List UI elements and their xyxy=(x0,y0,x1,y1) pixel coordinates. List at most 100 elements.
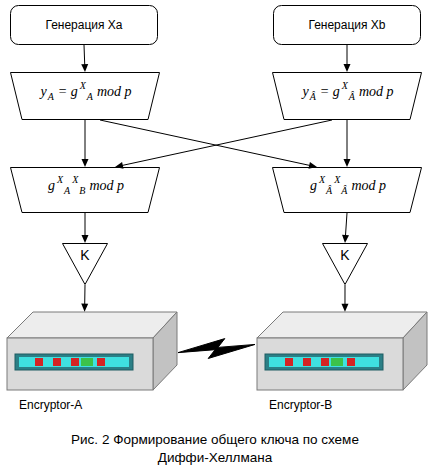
formula-part: Â xyxy=(326,185,332,196)
formula-block: yA= gXAmod p xyxy=(10,72,160,120)
formula-part: X xyxy=(80,80,86,91)
formula-part: A xyxy=(64,185,70,196)
formula-part: Â xyxy=(349,91,355,102)
device-label: Encryptor-B xyxy=(269,398,332,412)
node-outline xyxy=(5,310,178,392)
led-panel xyxy=(265,354,383,370)
device-side xyxy=(153,312,177,390)
formula-part: A xyxy=(87,91,93,102)
formula-text: gXÂXÂmod p xyxy=(307,178,387,194)
arrow-head xyxy=(308,162,317,169)
formula-part: X xyxy=(57,174,63,185)
led-red xyxy=(35,358,43,366)
formula-part: g xyxy=(310,178,317,194)
arrow-head xyxy=(81,64,88,72)
device-front xyxy=(257,338,403,390)
node-outline xyxy=(272,72,422,120)
node-outline xyxy=(10,72,160,120)
connector-line xyxy=(344,285,345,305)
formula-part: X xyxy=(72,174,78,185)
rounded-box xyxy=(11,6,158,45)
formula-wrap: gXÂXÂmod p xyxy=(272,167,422,213)
led-red xyxy=(347,358,355,366)
led-red xyxy=(53,358,61,366)
formula-part: mod p xyxy=(89,178,124,194)
formula-part: y xyxy=(302,84,308,100)
encryptor-device: Encryptor-A xyxy=(5,310,178,392)
device-label: Encryptor-A xyxy=(19,398,82,412)
device-front xyxy=(7,338,153,390)
rounded-box xyxy=(274,6,421,45)
connector-line xyxy=(345,213,347,236)
connector-line xyxy=(347,120,348,160)
formula-wrap: yÂ= gXÂmod p xyxy=(272,72,422,120)
led-red xyxy=(303,358,311,366)
formula-part: Â xyxy=(341,185,347,196)
process-box: Генерация Xb xyxy=(273,5,421,45)
formula-part: g xyxy=(48,178,55,194)
formula-block: gXÂXÂmod p xyxy=(272,167,422,213)
flow-arrow xyxy=(344,120,351,167)
formula-wrap: gXAXBmod p xyxy=(10,167,160,213)
key-label: K xyxy=(322,247,368,263)
node-outline xyxy=(255,310,428,392)
arrow-head xyxy=(341,304,348,312)
formula-part: Â xyxy=(310,91,316,102)
formula-block: gXAXBmod p xyxy=(10,167,160,213)
lightning-bolt xyxy=(178,339,255,359)
formula-part: X xyxy=(342,80,348,91)
formula-part: mod p xyxy=(359,84,394,100)
device-side xyxy=(403,312,427,390)
formula-text: yA= gXAmod p xyxy=(37,84,132,100)
led-red xyxy=(285,358,293,366)
formula-text: yÂ= gXÂmod p xyxy=(299,84,394,100)
trapezoid-shape xyxy=(273,73,422,120)
arrow-head xyxy=(342,235,349,243)
box-label: Генерация Xa xyxy=(45,18,122,32)
process-box: Генерация Xa xyxy=(10,5,158,45)
flow-arrow xyxy=(82,213,89,243)
led-red xyxy=(321,358,329,366)
flow-arrow xyxy=(100,120,317,169)
formula-part: mod p xyxy=(97,84,132,100)
flow-arrow xyxy=(341,285,348,312)
formula-part: X xyxy=(319,174,325,185)
formula-part: B xyxy=(79,185,85,196)
key-triangle: K xyxy=(322,243,368,285)
trapezoid-shape xyxy=(11,168,160,213)
led-green xyxy=(331,358,343,366)
encryptor-device: Encryptor-B xyxy=(255,310,428,392)
formula-part: X xyxy=(334,174,340,185)
led-green xyxy=(81,358,93,366)
flow-arrow xyxy=(82,120,89,167)
led-red xyxy=(71,358,79,366)
triangle-shape xyxy=(323,244,368,285)
connector-line xyxy=(84,285,85,305)
arrow-head xyxy=(344,64,351,72)
led-panel xyxy=(15,354,133,370)
figure-caption: Рис. 2 Формирование общего ключа по схем… xyxy=(50,431,380,467)
arrow-head xyxy=(81,304,88,312)
key-triangle: K xyxy=(62,243,108,285)
key-label: K xyxy=(62,247,108,263)
link-bolt xyxy=(178,339,255,359)
connector-line xyxy=(100,120,310,166)
device-top xyxy=(257,312,427,338)
formula-part: = g xyxy=(320,84,340,100)
arrow-head xyxy=(82,159,89,167)
formula-block: yÂ= gXÂmod p xyxy=(272,72,422,120)
trapezoid-shape xyxy=(273,168,422,213)
device-top xyxy=(7,312,177,338)
led-strip xyxy=(19,357,129,367)
arrow-head xyxy=(115,162,124,169)
connector-line xyxy=(84,45,86,65)
arrow-head xyxy=(344,159,351,167)
connector-line xyxy=(85,120,86,160)
led-red xyxy=(97,358,105,366)
formula-text: gXAXBmod p xyxy=(45,178,125,194)
connector-line xyxy=(347,45,348,65)
triangle-shape xyxy=(63,244,108,285)
trapezoid-shape xyxy=(11,73,160,120)
